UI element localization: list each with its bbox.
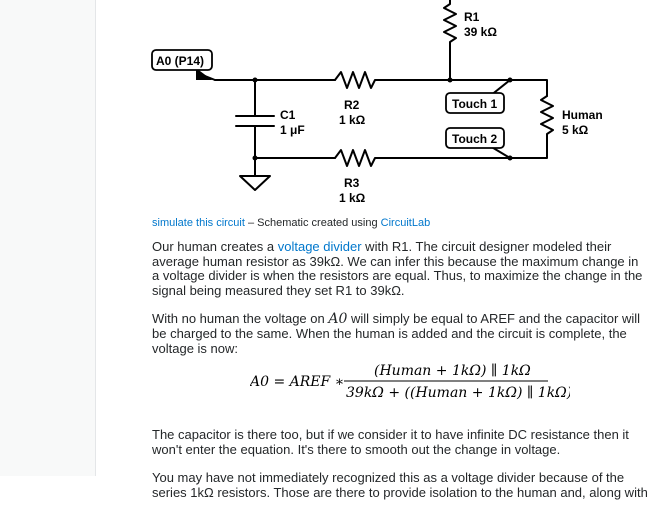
touch1-label: Touch 1 [452,97,497,111]
equation-lhs: A0 = AREF ∗ [250,374,344,390]
human-value: 5 kΩ [562,123,589,137]
equation-numerator: (Human + 1kΩ) ∥ 1kΩ [374,363,531,379]
schematic-caption: simulate this circuit – Schematic create… [152,217,430,229]
simulate-circuit-link[interactable]: simulate this circuit [152,217,245,229]
equation-denominator: 39kΩ + ((Human + 1kΩ) ∥ 1kΩ) [346,385,570,401]
touch2-box [445,127,505,149]
r3-name: R3 [344,176,360,190]
paragraph-no-human: With no human the voltage on A0 will sim… [152,311,641,356]
r2-resistor [334,71,511,89]
c1-value: 1 μF [280,123,305,137]
touch2-label: Touch 2 [452,132,497,146]
circuit-schematic: A0 (P14) Touch 1 Touch 2 R1 39 kΩ R2 1 k… [151,0,603,205]
r1-name: R1 [464,10,480,24]
r3-value: 1 kΩ [339,191,366,205]
voltage-equation: A0 = AREF ∗ (Human + 1kΩ) ∥ 1kΩ 39kΩ + (… [250,363,570,401]
answer-body: Our human creates a voltage divider with… [152,239,648,515]
voltage-divider-link[interactable]: voltage divider [277,239,362,254]
circuitlab-link[interactable]: CircuitLab [380,217,431,229]
r2-name: R2 [344,98,360,112]
paragraph-capacitor: The capacitor is there too, but if we co… [152,427,629,457]
a0-math: A0 [328,311,348,328]
human-resistor [509,95,554,159]
ground-symbol [239,175,271,191]
touch1-box [445,92,505,114]
left-sidebar-gutter [0,0,96,476]
a0-pin-label: A0 (P14) [156,54,204,68]
r2-value: 1 kΩ [339,113,366,127]
r1-value: 39 kΩ [464,25,497,39]
a0-pin-box [151,49,213,71]
human-name: Human [562,108,603,122]
r3-resistor [334,149,511,167]
c1-capacitor [235,115,275,127]
caption-text: – Schematic created using [244,217,381,229]
c1-name: C1 [280,108,296,122]
paragraph-voltage-divider: Our human creates a voltage divider with… [152,239,643,298]
r1-resistor [443,0,457,81]
